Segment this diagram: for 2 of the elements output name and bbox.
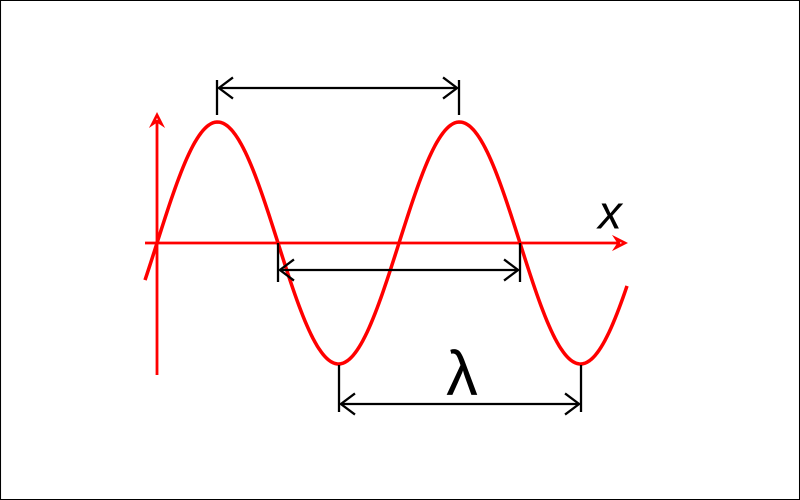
axis-label: x	[596, 203, 624, 229]
axis-label: λ	[446, 349, 478, 395]
